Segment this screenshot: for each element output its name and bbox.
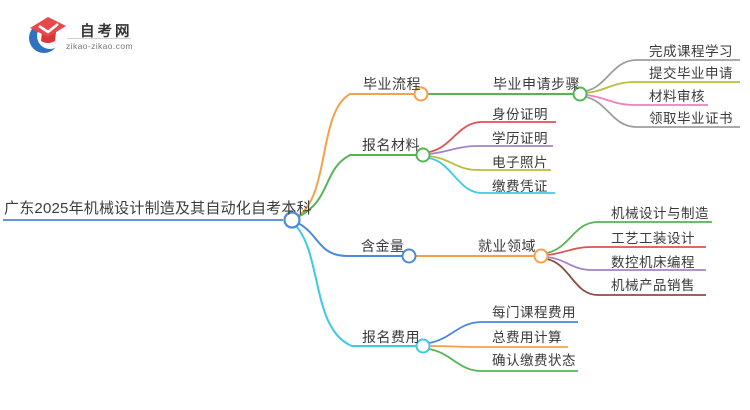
branch-label-fees: 报名费用 bbox=[362, 329, 420, 345]
branch-line-value bbox=[297, 222, 402, 257]
leaf-label-process-tooling: 工艺工装设计 bbox=[611, 231, 695, 246]
logo-divider bbox=[67, 38, 131, 39]
leaf-line-product-sales bbox=[546, 258, 706, 296]
leaf-line-id-proof bbox=[428, 121, 556, 153]
leaf-line-process-tooling bbox=[546, 246, 706, 256]
leaf-line-total-fee bbox=[428, 345, 568, 348]
leaf-label-mech-design: 机械设计与制造 bbox=[611, 206, 709, 221]
leaf-label-payment-proof: 缴费凭证 bbox=[492, 179, 548, 194]
leaf-line-confirm-payment bbox=[428, 348, 578, 372]
node-circle-fees bbox=[415, 338, 431, 354]
leaf-label-get-diploma: 领取毕业证书 bbox=[649, 111, 733, 126]
leaf-label-product-sales: 机械产品销售 bbox=[611, 278, 695, 293]
leaf-line-education-proof bbox=[428, 145, 553, 155]
branch-line-graduation bbox=[297, 93, 414, 217]
leaf-line-photo bbox=[428, 155, 551, 171]
leaf-label-education-proof: 学历证明 bbox=[492, 131, 548, 146]
site-name: 自考网 bbox=[80, 24, 133, 40]
leaf-line-material-review bbox=[585, 94, 708, 106]
root-node-circle bbox=[283, 211, 301, 229]
branch-line-materials bbox=[297, 154, 416, 218]
branch-label-graduation: 毕业流程 bbox=[363, 76, 421, 92]
site-logo: 自考网 zikao-zikao.com bbox=[0, 0, 200, 70]
node-label-graduation-steps: 毕业申请步骤 bbox=[493, 76, 580, 92]
root-topic-label: 广东2025年机械设计制造及其自动化自考本科 bbox=[4, 200, 312, 217]
branch-label-value: 含金量 bbox=[361, 238, 405, 254]
node-circle-graduation bbox=[413, 86, 429, 102]
leaf-line-complete-courses bbox=[585, 59, 740, 92]
leaf-line-mech-design bbox=[546, 221, 712, 254]
leaf-label-submit-application: 提交毕业申请 bbox=[649, 66, 733, 81]
branch-label-materials: 报名材料 bbox=[362, 137, 420, 153]
site-domain: zikao-zikao.com bbox=[66, 41, 133, 51]
leaf-label-per-course-fee: 每门课程费用 bbox=[492, 305, 576, 320]
leaf-label-id-proof: 身份证明 bbox=[492, 107, 548, 122]
leaf-line-per-course-fee bbox=[428, 321, 578, 344]
leaf-label-complete-courses: 完成课程学习 bbox=[649, 44, 733, 59]
leaf-line-get-diploma bbox=[585, 96, 740, 128]
leaf-label-photo: 电子照片 bbox=[492, 155, 548, 170]
node-circle-materials bbox=[415, 147, 431, 163]
node-label-employment-fields: 就业领域 bbox=[478, 238, 536, 254]
graduation-cap-logo-icon bbox=[29, 17, 66, 53]
node-circle-employment-fields bbox=[533, 248, 549, 264]
leaf-label-cnc-programming: 数控机床编程 bbox=[611, 255, 695, 270]
leaf-label-total-fee: 总费用计算 bbox=[492, 330, 562, 345]
leaf-line-cnc-programming bbox=[546, 256, 706, 271]
branch-line-fees bbox=[295, 225, 416, 347]
leaf-line-payment-proof bbox=[428, 157, 555, 194]
leaf-line-submit-application bbox=[585, 81, 740, 94]
leaf-label-confirm-payment: 确认缴费状态 bbox=[492, 353, 576, 368]
node-circle-value bbox=[401, 248, 417, 264]
node-circle-graduation-steps bbox=[572, 86, 588, 102]
leaf-label-material-review: 材料审核 bbox=[649, 89, 705, 104]
